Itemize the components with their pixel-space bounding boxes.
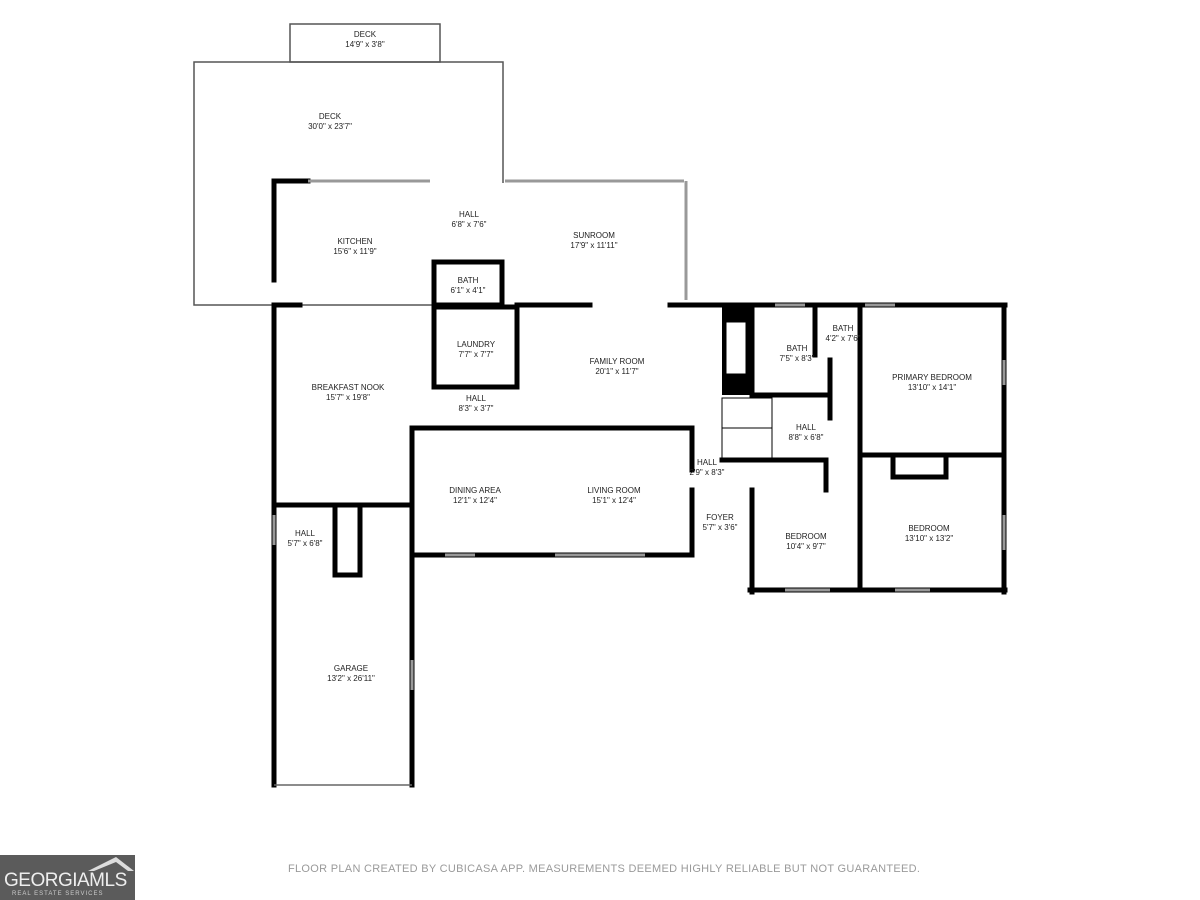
room-dims: 15'7" x 19'8" — [326, 393, 370, 402]
room-name: LAUNDRY — [456, 340, 496, 349]
room-name: HALL — [294, 529, 316, 538]
room-name: HALL — [458, 210, 480, 219]
room-name: HALL — [465, 394, 487, 403]
room-name: BATH — [786, 344, 808, 353]
room-name: LIVING ROOM — [587, 486, 641, 495]
roof-icon — [88, 857, 134, 871]
room-name: GARAGE — [333, 664, 369, 673]
room-name: DECK — [318, 112, 342, 121]
room-dims: 30'0" x 23'7" — [308, 122, 352, 131]
room-dims: 15'6" x 11'9" — [333, 247, 377, 256]
deck-fill — [276, 183, 684, 303]
room-name: BEDROOM — [785, 532, 827, 541]
room-dims: 8'8" x 6'8" — [788, 433, 824, 442]
room-dims: 13'10" x 13'2" — [904, 534, 954, 543]
room-dims: 12'1" x 12'4" — [453, 496, 497, 505]
room-name: FOYER — [706, 513, 734, 522]
room-name: FAMILY ROOM — [589, 357, 645, 366]
room-dims: 5'7" x 3'6" — [702, 523, 738, 532]
room-dims: 7'5" x 8'3" — [779, 354, 815, 363]
room-name: HALL — [696, 458, 718, 467]
room-dims: 5'7" x 6'8" — [287, 539, 323, 548]
room-name: BATH — [457, 276, 479, 285]
georgia-mls-logo: GEORGIAMLS REAL ESTATE SERVICES — [0, 855, 135, 900]
fireplace-hearth — [725, 321, 747, 375]
logo-subtext: REAL ESTATE SERVICES — [12, 891, 104, 897]
windows — [272, 179, 1006, 690]
room-dims: 2'9" x 8'3" — [689, 468, 725, 477]
room-name: DINING AREA — [449, 486, 501, 495]
room-name: DECK — [353, 30, 377, 39]
room-dims: 6'8" x 7'6" — [451, 220, 487, 229]
room-name: BREAKFAST NOOK — [311, 383, 385, 392]
room-dims: 17'9" x 11'11" — [570, 241, 618, 250]
room-name: SUNROOM — [573, 231, 615, 240]
room-name: KITCHEN — [337, 237, 373, 246]
room-name: BATH — [832, 324, 854, 333]
room-dims: 8'3" x 3'7" — [458, 404, 494, 413]
logo-text: GEORGIAMLS — [4, 870, 127, 891]
room-dims: 14'9" x 3'8" — [345, 40, 385, 49]
room-dims: 13'10" x 14'1" — [907, 383, 957, 392]
disclaimer-footer: FLOOR PLAN CREATED BY CUBICASA APP. MEAS… — [288, 863, 921, 875]
room-name: BEDROOM — [908, 524, 950, 533]
room-dims: 20'1" x 11'7" — [595, 367, 639, 376]
room-dims: 10'4" x 9'7" — [786, 542, 826, 551]
stairs — [721, 397, 773, 459]
room-name: PRIMARY BEDROOM — [892, 373, 972, 382]
room-dims: 15'1" x 12'4" — [592, 496, 636, 505]
room-name: HALL — [795, 423, 817, 432]
room-dims: 6'1" x 4'1" — [450, 286, 486, 295]
room-dims: 7'7" x 7'7" — [458, 350, 494, 359]
room-dims: 4'2" x 7'6" — [825, 334, 861, 343]
room-dims: 13'2" x 26'11" — [327, 674, 375, 683]
